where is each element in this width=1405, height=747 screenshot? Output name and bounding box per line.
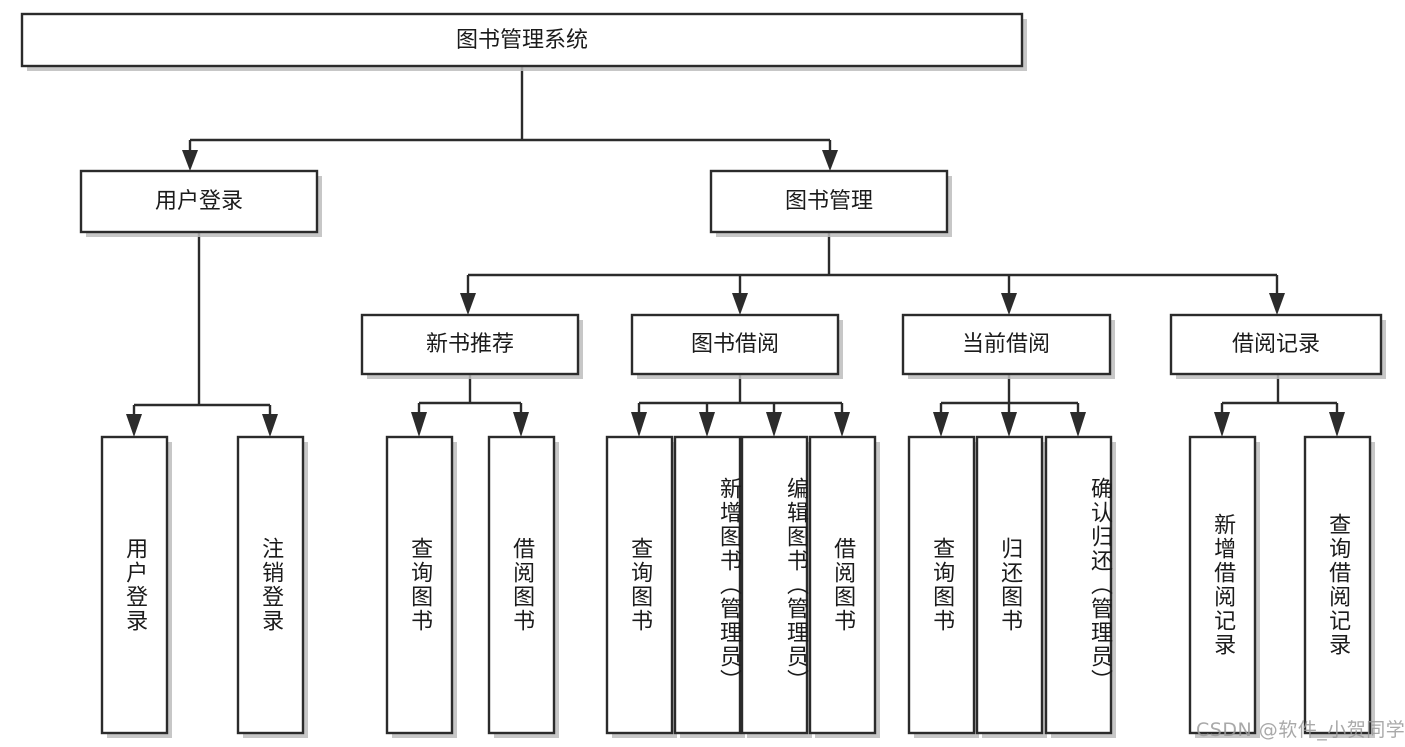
- node-book-borrow-box[interactable]: [630, 313, 840, 376]
- arrow-to-newbook: [460, 293, 476, 315]
- node-root-box[interactable]: [20, 12, 1024, 68]
- arrow-borrow-leaf-2: [699, 412, 715, 437]
- node-current-borrow-label: 当前借阅: [962, 332, 1050, 357]
- arrow-borrow-leaf-4: [834, 412, 850, 437]
- arrow-to-current: [1001, 293, 1017, 315]
- node-new-book-recommend-box[interactable]: [360, 313, 580, 376]
- edge-group: [126, 66, 1345, 437]
- arrow-user-leaf-2: [262, 414, 278, 437]
- arrow-borrow-leaf-3: [766, 412, 782, 437]
- arrow-records-leaf-1: [1214, 412, 1230, 437]
- leaf-box-nb-query-book[interactable]: [385, 435, 454, 735]
- arrow-newbook-leaf-1: [411, 412, 427, 437]
- leaf-box-cu-return-book[interactable]: [975, 435, 1044, 735]
- arrow-to-borrow: [732, 293, 748, 315]
- leaf-box-cu-confirm-return[interactable]: [1044, 435, 1113, 735]
- node-user-login-label: 用户登录: [155, 189, 243, 214]
- node-book-management-box[interactable]: [709, 169, 949, 234]
- node-borrow-records[interactable]: 借阅记录: [1169, 313, 1386, 379]
- csdn-watermark: CSDN @软件_小贺同学: [1196, 719, 1405, 741]
- leaf-box-user-login[interactable]: [100, 435, 169, 735]
- node-root-label: 图书管理系统: [456, 28, 588, 53]
- arrow-user-leaf-1: [126, 414, 142, 437]
- arrow-current-leaf-3: [1070, 412, 1086, 437]
- node-book-management-label: 图书管理: [785, 189, 873, 214]
- node-new-book-recommend[interactable]: 新书推荐: [360, 313, 583, 379]
- leaf-box-cu-query-book[interactable]: [907, 435, 976, 735]
- arrow-current-leaf-1: [933, 412, 949, 437]
- leaf-box-group: [100, 435, 1375, 738]
- node-book-borrow-label: 图书借阅: [691, 332, 779, 357]
- node-root[interactable]: 图书管理系统: [20, 12, 1027, 71]
- node-current-borrow[interactable]: 当前借阅: [901, 313, 1115, 379]
- leaf-box-re-query-record[interactable]: [1303, 435, 1372, 735]
- arrow-records-leaf-2: [1329, 412, 1345, 437]
- node-book-management[interactable]: 图书管理: [709, 169, 952, 237]
- arrow-root-to-user: [182, 150, 198, 171]
- node-new-book-recommend-label: 新书推荐: [426, 332, 514, 357]
- node-book-borrow[interactable]: 图书借阅: [630, 313, 843, 379]
- leaf-box-bo-query-book[interactable]: [605, 435, 674, 735]
- arrow-current-leaf-2: [1001, 412, 1017, 437]
- node-current-borrow-box[interactable]: [901, 313, 1112, 376]
- node-borrow-records-box[interactable]: [1169, 313, 1383, 376]
- leaf-box-user-logout[interactable]: [236, 435, 305, 735]
- leaf-box-re-add-record[interactable]: [1188, 435, 1257, 735]
- leaf-box-bo-borrow-book[interactable]: [808, 435, 877, 735]
- leaf-box-nb-borrow-book[interactable]: [487, 435, 556, 735]
- arrow-to-records: [1269, 293, 1285, 315]
- node-borrow-records-label: 借阅记录: [1232, 332, 1320, 357]
- leaf-box-bo-add-book[interactable]: [673, 435, 742, 735]
- node-user-login[interactable]: 用户登录: [79, 169, 322, 237]
- arrow-borrow-leaf-1: [631, 412, 647, 437]
- leaf-box-bo-edit-book[interactable]: [740, 435, 809, 735]
- arrow-newbook-leaf-2: [513, 412, 529, 437]
- node-user-login-box[interactable]: [79, 169, 319, 234]
- arrow-root-to-bookmgmt: [822, 150, 838, 171]
